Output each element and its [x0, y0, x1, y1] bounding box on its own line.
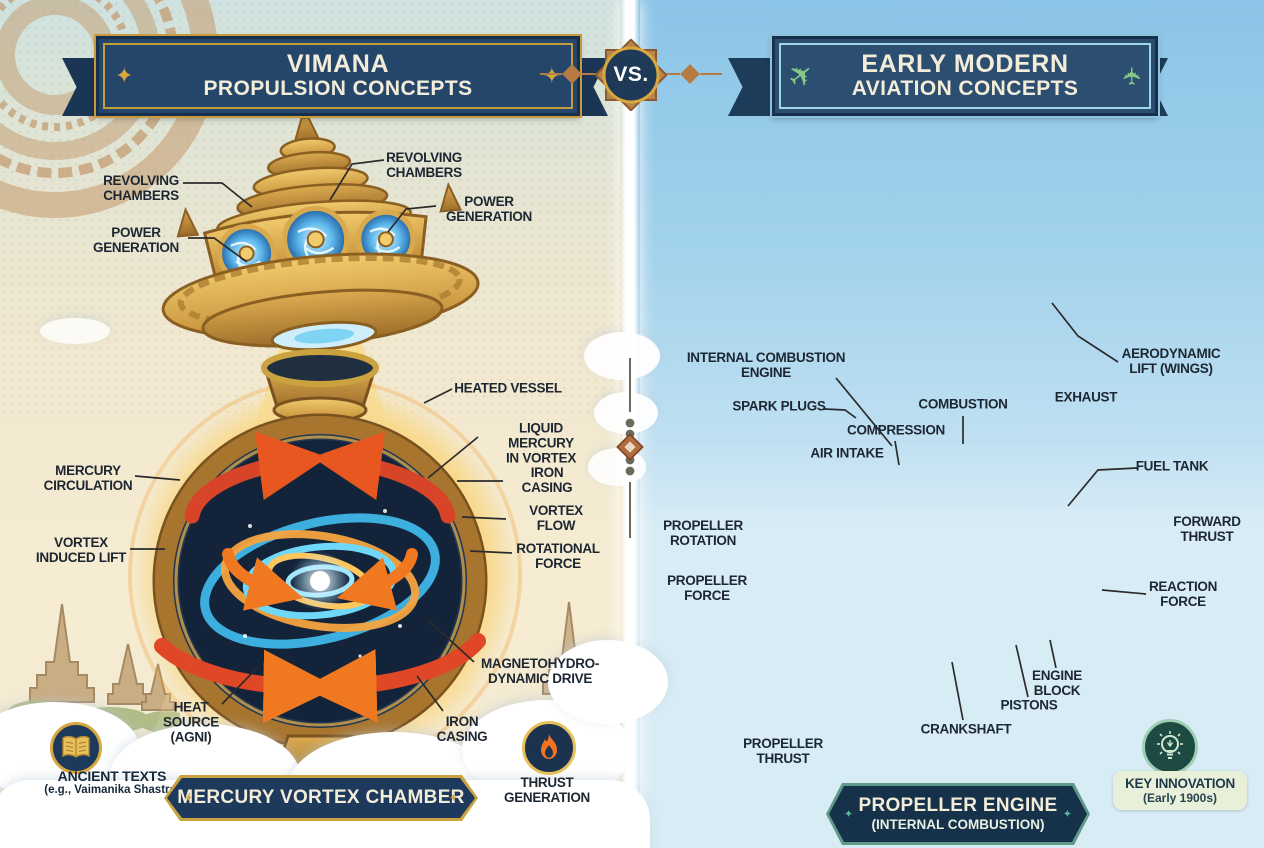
label-engine-block: ENGINE BLOCK — [1032, 668, 1082, 698]
engine-banner-line1: PROPELLER ENGINE — [858, 794, 1058, 816]
label-thrust-generation: THRUST GENERATION — [503, 775, 591, 805]
diamond-ornament-icon: ✦ — [448, 792, 458, 805]
diamond-ornament-icon: ✦ — [1062, 808, 1072, 821]
label-crankshaft: CRANKSHAFT — [920, 721, 1012, 737]
label-power-generation-left: POWER GENERATION — [92, 225, 180, 255]
label-forward-thrust: FORWARD THRUST — [1173, 514, 1241, 544]
label-vortex-induced-lift: VORTEX INDUCED LIFT — [35, 535, 127, 565]
aviation-panel: ✈ ✈ EARLY MODERN AVIATION CONCEPTS PROPE… — [632, 0, 1264, 848]
thrust-generation-badge — [522, 721, 576, 775]
label-pistons: PISTONS — [1000, 697, 1058, 713]
label-revolving-chambers-left: REVOLVING CHAMBERS — [103, 173, 179, 203]
right-title-line2: AVIATION CONCEPTS — [851, 76, 1079, 100]
ancient-texts-sublabel: (e.g., Vaimanika Shastra) — [44, 784, 180, 796]
label-heated-vessel: HEATED VESSEL — [454, 380, 562, 396]
key-innovation-label: KEY INNOVATION — [1125, 776, 1235, 791]
label-internal-combustion-engine: INTERNAL COMBUSTION ENGINE — [686, 350, 846, 380]
engine-banner-line2: (INTERNAL COMBUSTION) — [871, 816, 1045, 832]
right-title-banner: ✈ ✈ EARLY MODERN AVIATION CONCEPTS — [772, 36, 1158, 116]
diamond-ornament-icon: ✦ — [844, 808, 854, 821]
label-revolving-chambers-right: REVOLVING CHAMBERS — [386, 150, 462, 180]
key-innovation-sublabel: (Early 1900s) — [1142, 791, 1218, 805]
compass-star-icon — [594, 38, 668, 112]
label-compression: COMPRESSION — [847, 422, 945, 438]
label-iron-casing-lower: IRON CASING — [436, 714, 488, 744]
propeller-engine-banner: PROPELLER ENGINE (INTERNAL COMBUSTION) ✦… — [826, 783, 1090, 845]
label-combustion: COMBUSTION — [918, 396, 1008, 412]
chamber-banner-label: MERCURY VORTEX CHAMBER — [177, 786, 465, 808]
ancient-texts-badge — [50, 722, 102, 774]
diamond-ornament-icon: ✦ — [542, 63, 561, 88]
label-propeller-rotation: PROPELLER ROTATION — [663, 518, 743, 548]
label-mercury-circulation: MERCURY CIRCULATION — [43, 463, 133, 493]
left-title-banner: ✦ ✦ VIMANA PROPULSION CONCEPTS — [96, 36, 580, 116]
ancient-texts-label: ANCIENT TEXTS — [57, 768, 167, 784]
cloud — [40, 318, 110, 344]
label-exhaust: EXHAUST — [1054, 389, 1118, 405]
key-innovation-caption: KEY INNOVATION (Early 1900s) — [1113, 771, 1247, 810]
left-title-line2: PROPULSION CONCEPTS — [203, 76, 473, 100]
mercury-vortex-chamber-banner: MERCURY VORTEX CHAMBER ✦ ✦ — [164, 775, 478, 821]
label-spark-plugs: SPARK PLUGS — [732, 398, 826, 414]
lightbulb-icon — [1157, 731, 1183, 759]
label-vortex-flow: VORTEX FLOW — [529, 503, 583, 533]
label-magnetohydro: MAGNETOHYDRO- DYNAMIC DRIVE — [480, 656, 600, 686]
label-aerodynamic-lift: AERODYNAMIC LIFT (WINGS) — [1121, 346, 1221, 376]
label-propeller-thrust: PROPELLER THRUST — [743, 736, 823, 766]
label-propeller-force: PROPELLER FORCE — [667, 573, 747, 603]
label-power-generation-right: POWER GENERATION — [445, 194, 533, 224]
label-air-intake: AIR INTAKE — [810, 445, 884, 461]
vs-label: VS. — [613, 63, 649, 86]
diamond-ornament-icon: ✦ — [115, 63, 134, 88]
label-fuel-tank: FUEL TANK — [1135, 458, 1209, 474]
label-heat-source: HEAT SOURCE (AGNI) — [163, 699, 219, 745]
left-title-line1: VIMANA — [286, 50, 390, 79]
book-icon — [62, 736, 90, 758]
cloud — [548, 640, 668, 724]
label-liquid-mercury: LIQUID MERCURY IN VORTEX — [505, 420, 577, 466]
ancient-texts-caption: ANCIENT TEXTS (e.g., Vaimanika Shastra) — [18, 768, 206, 796]
label-rotational-force: ROTATIONAL FORCE — [516, 541, 600, 571]
label-iron-casing-upper: IRON CASING — [521, 465, 573, 495]
vimana-panel: ✦ ✦ VIMANA PROPULSION CONCEPTS MERCURY V… — [0, 0, 668, 848]
flame-icon — [541, 734, 557, 759]
diamond-ornament-icon: ✦ — [184, 792, 194, 805]
label-reaction-force: REACTION FORCE — [1148, 579, 1218, 609]
vs-badge: VS. — [594, 38, 668, 112]
right-title-line1: EARLY MODERN — [861, 50, 1069, 79]
vimana-illustration — [161, 106, 480, 352]
